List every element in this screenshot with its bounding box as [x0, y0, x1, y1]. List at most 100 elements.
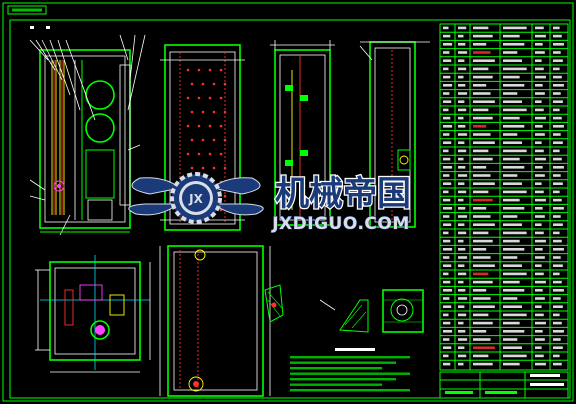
parts-list-cell-text: [473, 248, 487, 251]
parts-list-cell-text: [503, 313, 527, 317]
parts-list-cell-text: [458, 67, 467, 71]
parts-list-cell-text: [443, 141, 452, 144]
parts-list-cell-text: [443, 338, 450, 341]
tube-hole: [223, 194, 227, 198]
parts-list-cell-text: [443, 280, 451, 284]
parts-list-cell-text: [473, 59, 495, 62]
brand-wordmark: 机械帝国: [275, 174, 411, 214]
parts-list-cell-text: [458, 264, 465, 267]
parts-list-cell-text: [553, 26, 560, 30]
tube-hole: [190, 110, 194, 114]
parts-list-cell-text: [443, 198, 451, 202]
parts-list-cell-text: [443, 51, 450, 54]
parts-list-cell-text: [503, 289, 525, 292]
parts-list-cell-text: [458, 157, 464, 161]
parts-list-cell-text: [458, 338, 468, 341]
parts-list-cell-text: [473, 182, 495, 185]
parts-list-cell-text: [503, 166, 525, 169]
parts-list-cell-text: [473, 272, 489, 276]
parts-list-cell-text: [473, 313, 489, 317]
right-elevation-view: [359, 41, 430, 228]
parts-list-cell-text: [535, 346, 542, 349]
parts-list-cell-text: [503, 256, 518, 259]
parts-list-cell-text: [503, 59, 522, 62]
parts-list-cell-text: [553, 239, 562, 243]
parts-list-cell-text: [535, 239, 546, 243]
parts-list-cell-text: [458, 166, 466, 169]
parts-list-cell-text: [553, 362, 562, 366]
parts-list-cell-text: [458, 141, 465, 144]
parts-list-cell-text: [553, 313, 560, 317]
parts-list-cell-text: [553, 338, 561, 341]
parts-list-cell-text: [473, 239, 493, 243]
parts-list-cell-text: [503, 354, 527, 358]
parts-list-cell-text: [443, 272, 449, 276]
technical-note-line: [290, 372, 410, 375]
parts-list-cell-text: [535, 297, 545, 300]
parts-list-cell-text: [503, 133, 518, 136]
parts-list-cell-text: [443, 84, 453, 87]
parts-list-cell-text: [443, 116, 451, 120]
tube-hole: [197, 152, 201, 156]
parts-list-cell-text: [553, 141, 563, 144]
parts-list-cell-text: [443, 248, 453, 251]
parts-list-cell-text: [553, 346, 563, 349]
parts-list-cell-text: [503, 157, 520, 161]
tube-hole: [212, 138, 216, 142]
parts-list-cell-text: [458, 289, 466, 292]
tube-hole: [223, 166, 227, 170]
parts-list-cell-text: [458, 92, 468, 95]
parts-list-cell-text: [458, 59, 465, 62]
parts-list-cell-text: [458, 256, 468, 259]
parts-list-cell-text: [553, 321, 562, 325]
parts-list-cell-text: [443, 297, 450, 300]
emblem-letters: JX: [188, 192, 203, 206]
parts-list-cell-text: [535, 26, 544, 30]
parts-list-cell-text: [458, 43, 466, 46]
parts-list-cell-text: [535, 215, 545, 218]
parts-list-cell-text: [443, 108, 449, 112]
parts-list-cell-text: [503, 51, 518, 54]
parts-list-cell-text: [553, 116, 562, 120]
tube-hole: [208, 124, 212, 128]
parts-list-cell-text: [443, 133, 450, 136]
parts-list-cell-text: [473, 346, 495, 349]
tube-hole: [212, 82, 216, 86]
parts-list-cell-text: [458, 116, 464, 120]
parts-list-cell-text: [503, 100, 522, 103]
parts-list-cell-text: [443, 75, 451, 79]
parts-list-cell-text: [473, 190, 489, 194]
tube-hole: [219, 96, 223, 100]
parts-list-cell-text: [535, 174, 545, 177]
parts-list-cell-text: [473, 264, 495, 267]
parts-list-cell-text: [553, 34, 562, 38]
tube-hole: [190, 138, 194, 142]
parts-list-cell-text: [553, 198, 562, 202]
parts-list-cell-text: [443, 166, 453, 169]
parts-list-cell-text: [503, 223, 522, 226]
parts-list-cell-text: [473, 297, 491, 300]
parts-list-cell-text: [553, 51, 561, 54]
side-elevation-view: [160, 44, 245, 231]
parts-list-cell-text: [535, 116, 546, 120]
parts-list-cell-text: [458, 198, 464, 202]
parts-list-cell-text: [503, 67, 527, 71]
parts-list-cell-text: [473, 92, 491, 95]
parts-list-cell-text: [473, 157, 493, 161]
parts-list-cell-text: [503, 280, 520, 284]
detail-drawing-1: [264, 284, 284, 323]
parts-list-cell-text: [458, 207, 466, 210]
parts-list-cell-text: [473, 354, 489, 358]
parts-list-cell-text: [473, 289, 487, 292]
parts-list-cell-text: [503, 116, 520, 120]
parts-list-cell-text: [458, 26, 467, 30]
parts-list-cell-text: [503, 272, 527, 276]
parts-list-cell-text: [443, 223, 452, 226]
parts-list-cell-text: [473, 149, 489, 153]
tube-hole: [223, 138, 227, 142]
parts-list-cell-text: [553, 280, 562, 284]
parts-list-cell-text: [458, 51, 468, 54]
parts-list-cell-text: [535, 354, 544, 358]
parts-list-cell-text: [443, 182, 452, 185]
parts-list-cell-text: [473, 198, 493, 202]
